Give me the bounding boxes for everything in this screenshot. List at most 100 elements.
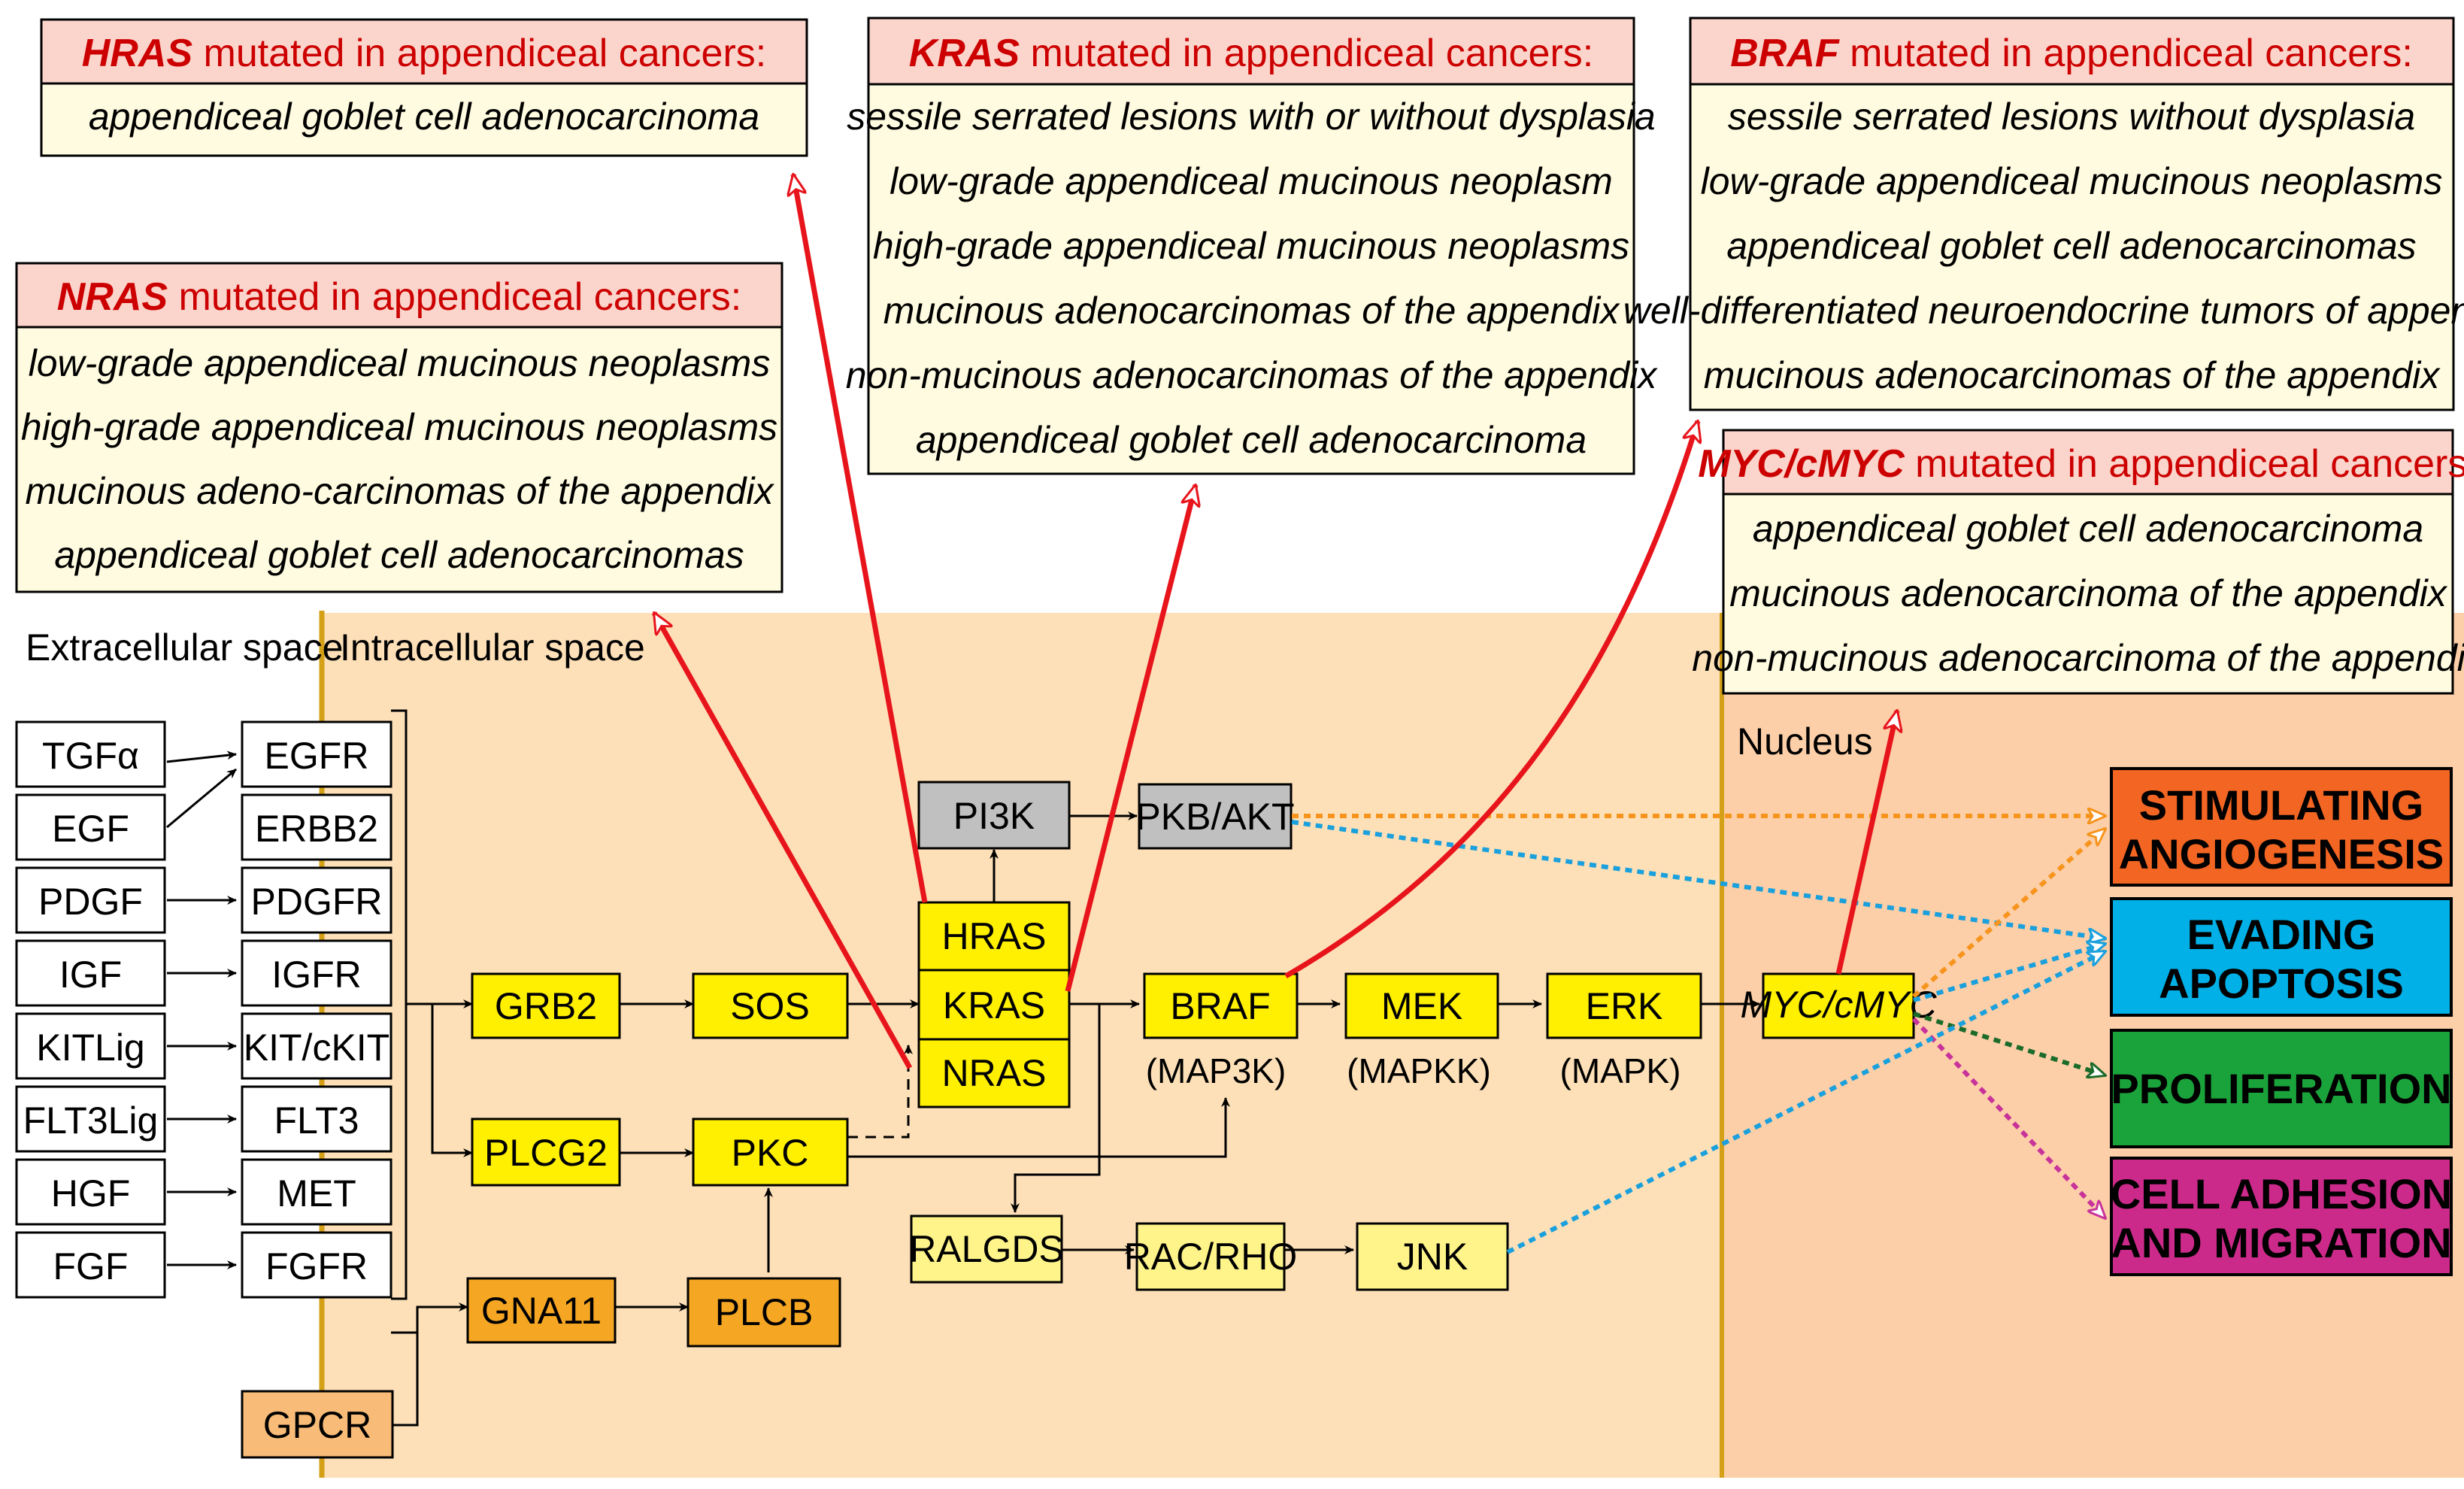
panel-nras-gene: NRAS <box>57 275 168 319</box>
receptor-label: ERBB2 <box>255 808 378 850</box>
panel-hras: HRAS mutated in appendiceal cancers: app… <box>40 18 808 157</box>
node-mek: MEK (MAPKK) <box>1344 972 1499 1090</box>
ligand-box: FGF <box>15 1231 166 1299</box>
outcome-proliferation: PROLIFERATION <box>2110 1029 2453 1148</box>
outcome-angiogenesis-line2: ANGIOGENESIS <box>2119 830 2444 878</box>
node-gpcr: GPCR <box>241 1390 394 1459</box>
receptor-box: FLT3 <box>241 1085 392 1153</box>
panel-braf-item: appendiceal goblet cell adenocarcinomas <box>1726 225 2416 267</box>
panel-hras-item: appendiceal goblet cell adenocarcinoma <box>89 96 759 138</box>
node-pkc: PKC <box>692 1118 849 1187</box>
effect-arrows <box>1291 816 2105 1254</box>
intracellular-space-label: Intracellular space <box>340 626 645 669</box>
panel-nras-item: mucinous adeno-carcinomas of the appendi… <box>25 470 774 512</box>
node-rac-rho: RAC/RHO <box>1124 1222 1298 1291</box>
receptor-label: KIT/cKIT <box>244 1027 389 1069</box>
panel-nras-item: appendiceal goblet cell adenocarcinomas <box>54 534 744 576</box>
node-myc: MYC/cMYC <box>1740 972 1937 1039</box>
node-braf: BRAF (MAP3K) <box>1143 972 1299 1090</box>
node-gpcr-label: GPCR <box>263 1404 371 1446</box>
outcome-adhesion-line1: CELL ADHESION <box>2111 1170 2452 1218</box>
outcome-apoptosis-line1: EVADING <box>2187 911 2376 958</box>
node-plcg2-label: PLCG2 <box>484 1132 608 1174</box>
node-plcg2: PLCG2 <box>471 1118 621 1187</box>
panel-myc-heading: MYC/cMYC mutated in appendiceal cancers: <box>1698 442 2464 486</box>
node-grb2-label: GRB2 <box>495 985 597 1027</box>
outcome-angiogenesis-line1: STIMULATING <box>2139 781 2423 829</box>
receptor-box: MET <box>241 1158 392 1226</box>
panel-myc-gene: MYC/cMYC <box>1698 442 1905 486</box>
panel-kras-item: sessile serrated lesions with or without… <box>847 96 1656 138</box>
receptor-box: KIT/cKIT <box>241 1012 392 1080</box>
ligand-label: TGFα <box>42 735 139 777</box>
node-nras-label: NRAS <box>942 1052 1047 1094</box>
panel-kras-item: high-grade appendiceal mucinous neoplasm… <box>873 225 1629 267</box>
receptor-label: EGFR <box>265 735 369 777</box>
ligand-label: HGF <box>51 1172 131 1215</box>
outcome-angiogenesis: STIMULATING ANGIOGENESIS <box>2110 767 2453 887</box>
receptor-box: IGFR <box>241 939 392 1007</box>
node-pi3k-label: PI3K <box>953 795 1035 837</box>
node-ralgds-label: RALGDS <box>909 1228 1064 1270</box>
receptor-box: EGFR <box>241 720 392 788</box>
panel-myc-item: appendiceal goblet cell adenocarcinoma <box>1753 508 2423 550</box>
node-rac-rho-label: RAC/RHO <box>1124 1236 1298 1278</box>
panel-kras-heading-rest: mutated in appendiceal cancers: <box>1020 32 1593 75</box>
node-grb2: GRB2 <box>471 972 621 1039</box>
ligand-box: HGF <box>15 1158 166 1226</box>
panel-nras: NRAS mutated in appendiceal cancers: low… <box>15 262 783 593</box>
outcome-adhesion: CELL ADHESION AND MIGRATION <box>2110 1157 2453 1276</box>
node-gna11-label: GNA11 <box>481 1290 602 1332</box>
ligand-box: KITLig <box>15 1012 166 1080</box>
panel-hras-heading: HRAS mutated in appendiceal cancers: <box>82 32 766 75</box>
nucleus-label: Nucleus <box>1737 720 1873 763</box>
node-hras: HRAS <box>917 901 1071 972</box>
connector-lines <box>391 811 1760 1427</box>
panel-kras: KRAS mutated in appendiceal cancers: ses… <box>846 17 1658 475</box>
ligand-box: EGF <box>15 793 166 861</box>
outcome-apoptosis-line2: APOPTOSIS <box>2159 960 2404 1007</box>
receptor-label: PDGFR <box>251 881 383 923</box>
node-pkb-akt-label: PKB/AKT <box>1135 796 1294 838</box>
node-nras: NRAS <box>917 1038 1071 1108</box>
receptor-label: FLT3 <box>274 1099 359 1142</box>
mutation-arrows <box>651 174 1897 1069</box>
panel-nras-item: high-grade appendiceal mucinous neoplasm… <box>21 406 777 448</box>
node-mek-label: MEK <box>1381 985 1462 1027</box>
ligand-receptor-arrows <box>166 751 237 1269</box>
node-erk: ERK (MAPK) <box>1546 972 1702 1090</box>
node-plcb-label: PLCB <box>715 1291 814 1333</box>
panel-kras-item: non-mucinous adenocarcinomas of the appe… <box>846 354 1658 396</box>
panel-nras-heading: NRAS mutated in appendiceal cancers: <box>57 275 741 319</box>
panel-nras-heading-rest: mutated in appendiceal cancers: <box>168 275 741 319</box>
node-braf-sublabel: (MAP3K) <box>1146 1051 1287 1090</box>
panel-nras-item: low-grade appendiceal mucinous neoplasms <box>29 342 771 384</box>
outcome-apoptosis: EVADING APOPTOSIS <box>2110 897 2453 1017</box>
ligand-box: FLT3Lig <box>15 1085 166 1153</box>
ligand-label: IGF <box>59 954 122 996</box>
node-hras-label: HRAS <box>942 915 1047 957</box>
panel-braf-gene: BRAF <box>1730 32 1840 75</box>
node-kras: KRAS <box>917 969 1071 1041</box>
node-pkc-label: PKC <box>732 1132 809 1174</box>
node-pi3k: PI3K <box>917 781 1071 850</box>
receptor-box: ERBB2 <box>241 793 392 861</box>
node-erk-label: ERK <box>1586 985 1663 1027</box>
extracellular-space-label: Extracellular space <box>26 626 343 669</box>
outcome-proliferation-line1: PROLIFERATION <box>2111 1065 2451 1112</box>
ligand-label: FGF <box>53 1245 129 1287</box>
node-kras-label: KRAS <box>943 984 1045 1027</box>
ligand-label: FLT3Lig <box>23 1099 159 1142</box>
panel-myc-heading-rest: mutated in appendiceal cancers: <box>1905 442 2464 486</box>
panel-hras-gene: HRAS <box>82 32 193 75</box>
panel-kras-gene: KRAS <box>909 32 1020 75</box>
node-myc-label: MYC/cMYC <box>1740 984 1937 1026</box>
receptor-box: PDGFR <box>241 866 392 934</box>
outcome-adhesion-line2: AND MIGRATION <box>2111 1219 2451 1266</box>
panel-kras-item: low-grade appendiceal mucinous neoplasm <box>890 160 1613 202</box>
node-jnk: JNK <box>1356 1222 1509 1291</box>
receptor-label: MET <box>277 1172 356 1215</box>
panel-braf-item: sessile serrated lesions without dysplas… <box>1728 96 2415 138</box>
